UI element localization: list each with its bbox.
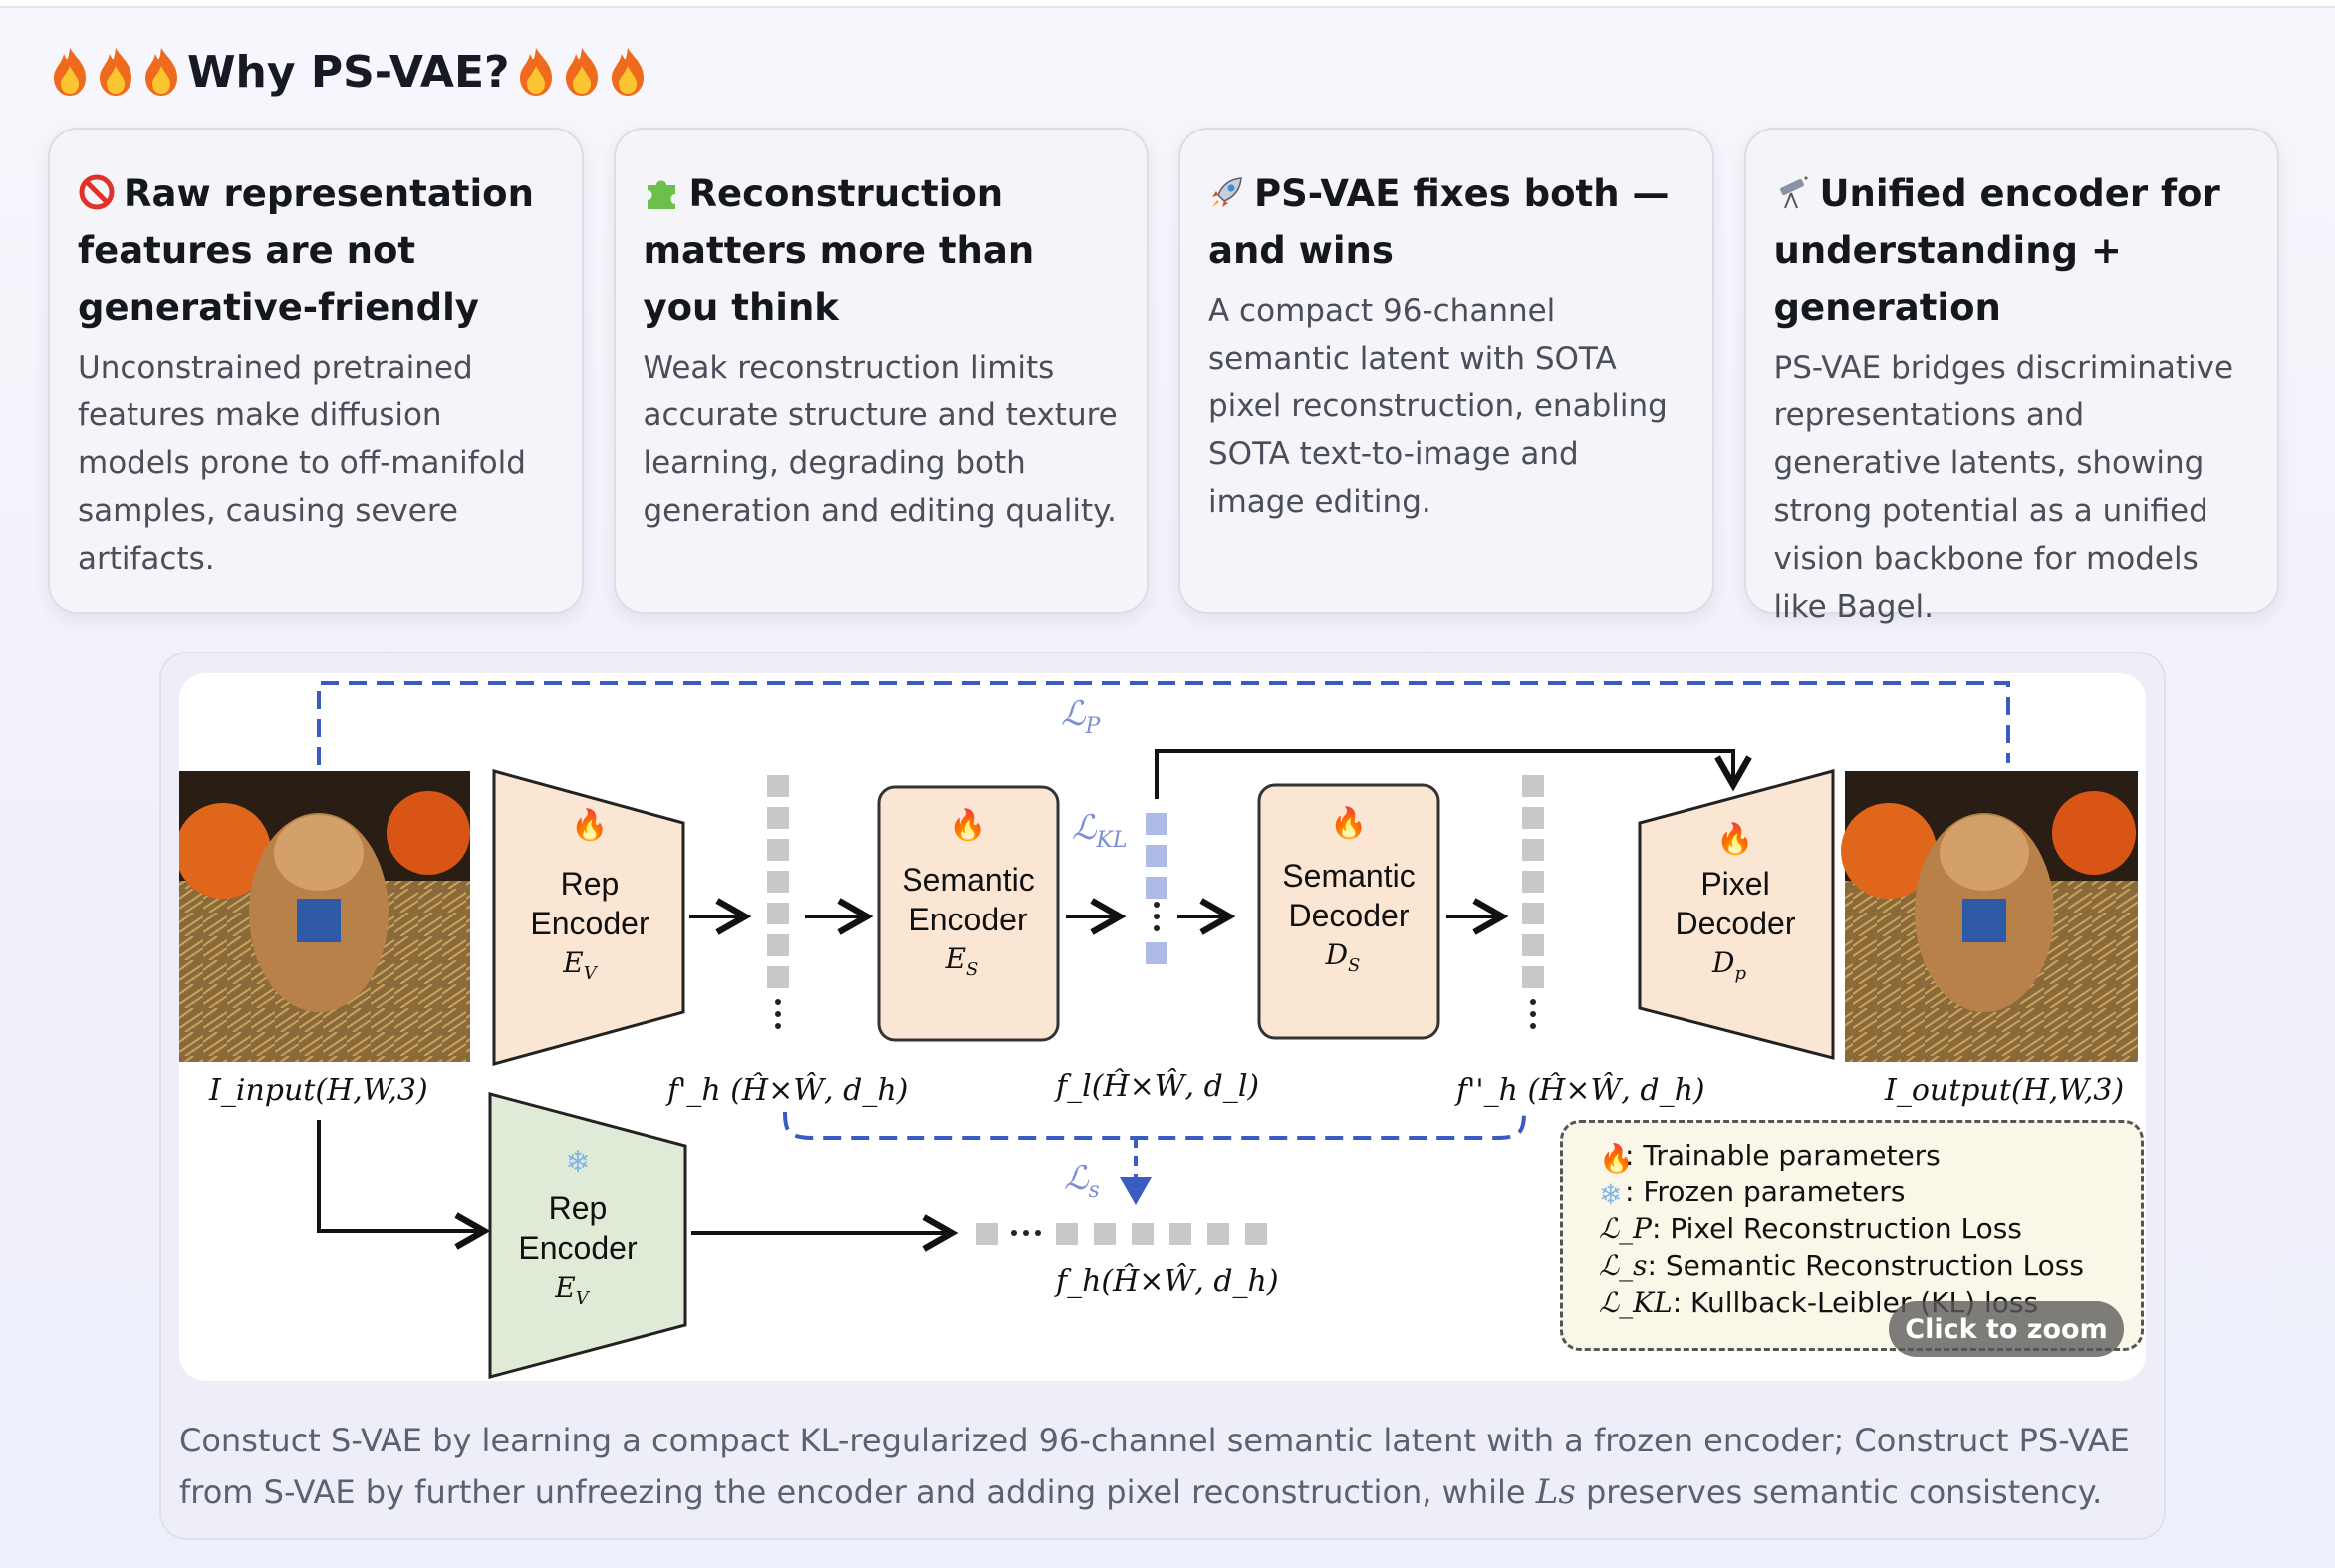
card-body: Weak reconstruction limits accurate stru… xyxy=(643,350,1118,529)
loss-s-label: ℒs xyxy=(1064,1159,1100,1203)
legend-ls: ℒ_s: Semantic Reconstruction Loss xyxy=(1599,1247,2141,1284)
snowflake-icon: ❄ xyxy=(1599,1178,1623,1211)
semantic-encoder-symbol: ES xyxy=(945,942,979,980)
frozen-encoder-line2: Encoder xyxy=(518,1230,638,1266)
rep-encoder-line2: Encoder xyxy=(530,906,649,941)
rocket-icon xyxy=(1212,177,1242,207)
fl-label: f_l(Ĥ×Ŵ, d_l) xyxy=(1054,1068,1259,1104)
frozen-encoder-line1: Rep xyxy=(549,1190,608,1226)
input-image xyxy=(179,771,470,1062)
snowflake-icon: ❄ xyxy=(565,1145,590,1179)
feature-column-fh-prime xyxy=(767,775,789,1029)
rep-encoder-bottom: ❄ Rep Encoder EV xyxy=(488,1092,687,1379)
semantic-decoder-symbol: DS xyxy=(1325,938,1361,976)
legend-text: : Frozen parameters xyxy=(1625,1176,1906,1208)
legend-text: : Semantic Reconstruction Loss xyxy=(1647,1249,2084,1282)
input-to-frozen-arrow xyxy=(317,1120,491,1250)
bypass-arrow xyxy=(1155,749,1752,799)
card-title-text: Reconstruction matters more than you thi… xyxy=(643,172,1035,329)
loss-kl-label: ℒKL xyxy=(1072,808,1128,853)
semantic-loss-path xyxy=(783,1111,1526,1140)
card-body: A compact 96-channel semantic latent wit… xyxy=(1208,293,1668,520)
caption-text-end: preserves semantic consistency. xyxy=(1575,1473,2103,1511)
fh-double-label: f''_h (Ĥ×Ŵ, d_h) xyxy=(1454,1072,1705,1108)
legend-symbol: ℒ_P xyxy=(1599,1212,1653,1245)
feature-cards: Raw representation features are not gene… xyxy=(48,128,2279,625)
semantic-encoder-line2: Encoder xyxy=(908,902,1028,937)
no-entry-icon xyxy=(79,174,115,210)
fire-icon: 🔥 xyxy=(1599,1142,1634,1175)
output-image xyxy=(1841,771,2138,1062)
legend-trainable: 🔥: Trainable parameters xyxy=(1599,1137,2141,1175)
feature-row-fh xyxy=(976,1223,1267,1245)
latent-column-fl xyxy=(1146,813,1168,964)
section-heading: Why PS-VAE? xyxy=(48,42,649,102)
fire-icon xyxy=(611,48,644,96)
input-label: I_input(H,W,3) xyxy=(208,1073,428,1108)
card-reconstruction: Reconstruction matters more than you thi… xyxy=(613,128,1149,614)
fire-icon xyxy=(54,48,86,96)
card-title-text: Raw representation features are not gene… xyxy=(78,172,534,329)
page-title: Why PS-VAE? xyxy=(187,46,510,98)
figure-legend: 🔥: Trainable parameters ❄: Frozen parame… xyxy=(1560,1120,2144,1351)
flame-icons-left xyxy=(48,46,183,98)
card-title: Reconstruction matters more than you thi… xyxy=(644,165,1120,336)
fire-icon: 🔥 xyxy=(1716,821,1753,857)
loss-p-label: ℒP xyxy=(1061,694,1102,739)
output-label: I_output(H,W,3) xyxy=(1884,1073,2124,1108)
fire-icon xyxy=(100,48,131,96)
pixel-loss-path xyxy=(317,681,2010,821)
architecture-figure[interactable]: ℒP 🔥 Rep Encoder EV 🔥 xyxy=(179,673,2146,1381)
card-title: PS-VAE fixes both — and wins xyxy=(1208,165,1685,279)
top-divider xyxy=(0,0,2335,8)
fire-icon: 🔥 xyxy=(1330,805,1367,841)
puzzle-piece-icon xyxy=(647,180,675,209)
figure-caption: Constuct S-VAE by learning a compact KL-… xyxy=(179,1415,2152,1518)
frozen-encoder-symbol: EV xyxy=(554,1271,590,1309)
legend-symbol: ℒ_KL xyxy=(1599,1286,1673,1319)
rep-encoder-top: 🔥 Rep Encoder EV xyxy=(492,769,685,1066)
telescope-icon xyxy=(1779,176,1807,209)
fire-icon xyxy=(145,48,177,96)
fire-icon xyxy=(519,48,552,96)
pixel-decoder-symbol: Dp xyxy=(1711,946,1746,984)
card-body: Unconstrained pretrained features make d… xyxy=(78,350,526,577)
semantic-decoder-line1: Semantic xyxy=(1282,858,1415,894)
semantic-decoder-line2: Decoder xyxy=(1289,898,1410,933)
legend-text: : Pixel Reconstruction Loss xyxy=(1652,1212,2022,1245)
semantic-decoder: 🔥 Semantic Decoder DS xyxy=(1257,783,1440,1040)
semantic-encoder: 🔥 Semantic Encoder ES xyxy=(877,785,1060,1042)
pixel-decoder-line2: Decoder xyxy=(1676,906,1796,941)
card-title: Raw representation features are not gene… xyxy=(78,165,554,336)
rep-encoder-line1: Rep xyxy=(561,866,620,902)
caption-text: Constuct S-VAE by learning a compact KL-… xyxy=(179,1422,2130,1511)
card-ps-vae-fixes: PS-VAE fixes both — and wins A compact 9… xyxy=(1178,128,1714,614)
fire-icon: 🔥 xyxy=(571,807,608,843)
fire-icon xyxy=(565,48,598,96)
card-title-text: PS-VAE fixes both — and wins xyxy=(1208,172,1670,272)
pixel-decoder: 🔥 Pixel Decoder Dp xyxy=(1638,769,1835,1060)
card-raw-features: Raw representation features are not gene… xyxy=(48,128,584,614)
flame-icons-right xyxy=(514,46,649,98)
fire-icon: 🔥 xyxy=(949,807,986,843)
card-body: PS-VAE bridges discriminative representa… xyxy=(1773,350,2234,625)
card-title-text: Unified encoder for understanding + gene… xyxy=(1773,172,2220,329)
fh-prime-label: f'_h (Ĥ×Ŵ, d_h) xyxy=(665,1072,908,1108)
legend-symbol: ℒ_s xyxy=(1599,1249,1648,1282)
fh-label: f_h(Ĥ×Ŵ, d_h) xyxy=(1054,1263,1279,1299)
architecture-diagram: ℒP 🔥 Rep Encoder EV 🔥 xyxy=(179,681,2138,1379)
legend-text: : Trainable parameters xyxy=(1625,1139,1941,1172)
semantic-encoder-line1: Semantic xyxy=(902,862,1034,898)
card-title: Unified encoder for understanding + gene… xyxy=(1774,165,2250,336)
legend-lp: ℒ_P: Pixel Reconstruction Loss xyxy=(1599,1210,2141,1247)
caption-math: Ls xyxy=(1535,1472,1576,1512)
pixel-decoder-line1: Pixel xyxy=(1700,866,1769,902)
click-to-zoom-button[interactable]: Click to zoom xyxy=(1889,1301,2124,1357)
feature-column-fh-double xyxy=(1522,775,1544,1029)
rep-encoder-symbol: EV xyxy=(562,946,598,984)
legend-frozen: ❄: Frozen parameters xyxy=(1599,1174,2141,1211)
card-unified-encoder: Unified encoder for understanding + gene… xyxy=(1743,128,2279,625)
